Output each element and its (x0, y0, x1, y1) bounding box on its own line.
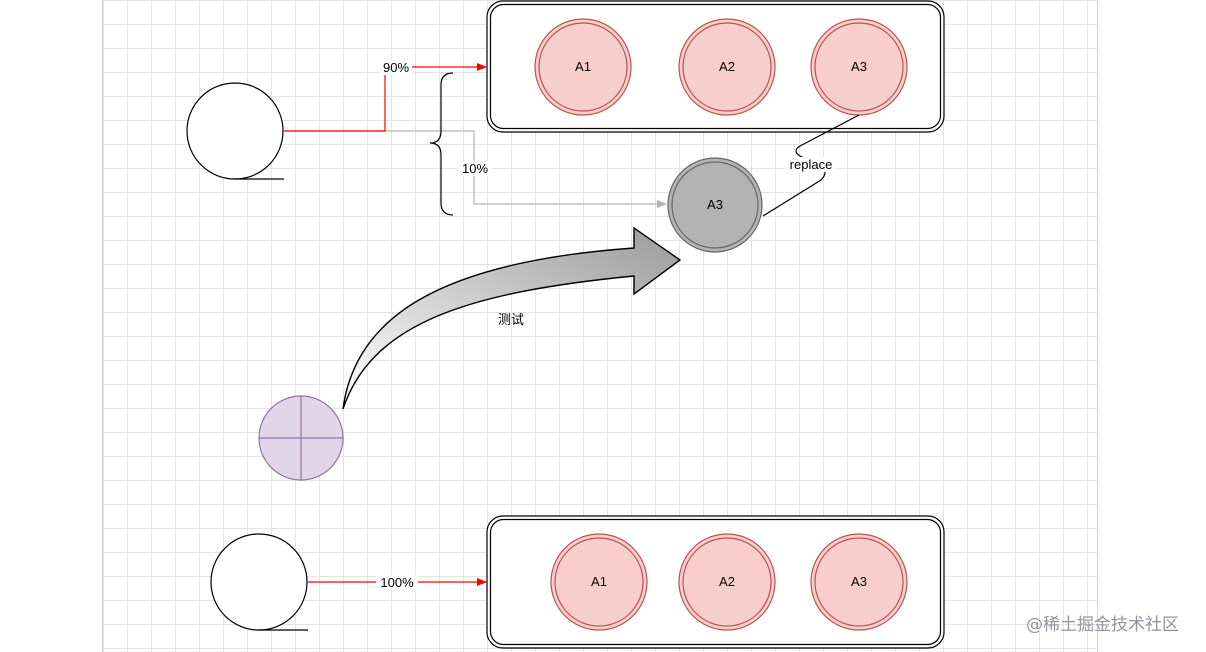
svg-text:90%: 90% (383, 60, 409, 75)
watermark: @稀土掘金技术社区 (1026, 615, 1179, 635)
bottom-flow-label: 100% (376, 575, 418, 590)
node-label: A2 (719, 59, 735, 74)
top-node-a3[interactable]: A3 (810, 18, 908, 116)
primary-edge-label: 90% (380, 60, 412, 75)
top-node-a1[interactable]: A1 (534, 18, 632, 116)
node-label: A1 (575, 59, 591, 74)
node-label: A3 (851, 59, 867, 74)
bottom-node-a1[interactable]: A1 (550, 533, 648, 631)
bottom-node-a3[interactable]: A3 (810, 533, 908, 631)
tape-storage-icon[interactable] (186, 82, 284, 180)
secondary-edge-label: 10% (458, 161, 492, 176)
curly-brace (429, 72, 454, 216)
replace-label: replace (785, 157, 837, 172)
node-label: A3 (707, 197, 723, 212)
node-label: A3 (851, 574, 867, 589)
svg-text:10%: 10% (462, 161, 488, 176)
replacement-node-a3[interactable]: A3 (667, 157, 763, 253)
curved-arrow-shape[interactable] (342, 226, 682, 410)
svg-text:replace: replace (790, 157, 833, 172)
tape-storage-icon[interactable] (210, 533, 308, 631)
curved-arrow-label: 测试 (498, 312, 524, 327)
primary-edge[interactable] (284, 63, 487, 132)
bottom-node-a2[interactable]: A2 (678, 533, 776, 631)
node-label: A1 (591, 574, 607, 589)
summing-junction-icon[interactable] (258, 395, 344, 481)
svg-text:100%: 100% (380, 575, 414, 590)
top-node-a2[interactable]: A2 (678, 18, 776, 116)
node-label: A2 (719, 574, 735, 589)
